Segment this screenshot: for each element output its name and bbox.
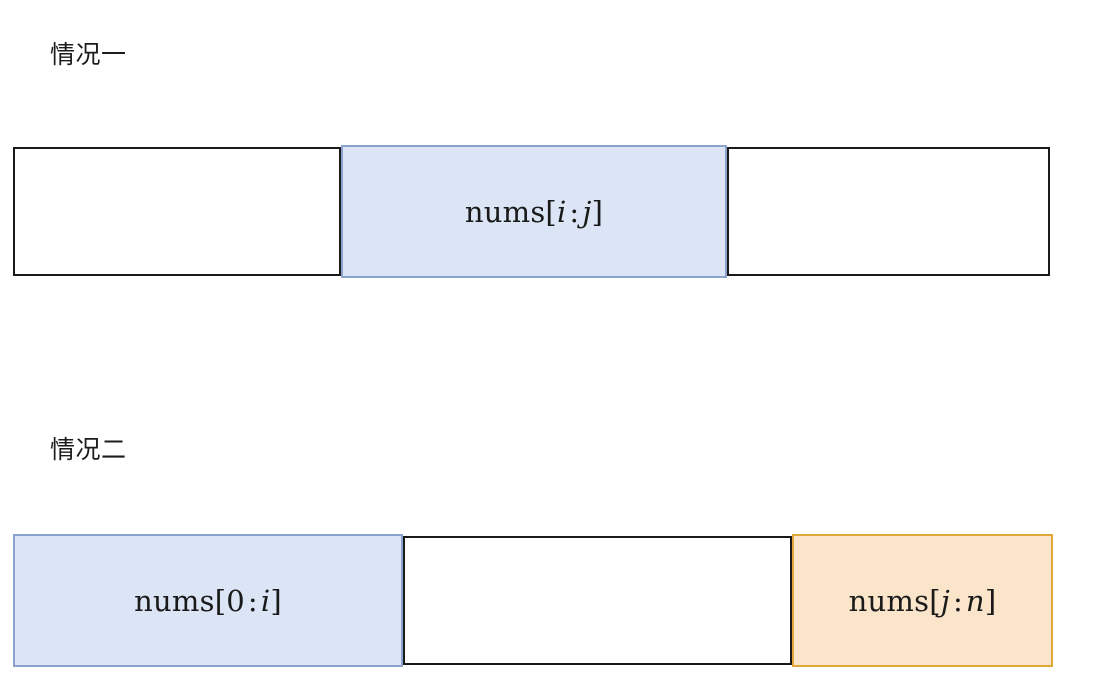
math-bracket-open: [: [545, 194, 557, 229]
math-bracket-close: ]: [984, 583, 997, 618]
math-var-i: i: [556, 194, 567, 229]
math-bracket-open: [: [929, 583, 941, 618]
array-segment-left-unselected: [13, 147, 341, 276]
math-colon: :: [952, 583, 963, 618]
case-one-label: 情况一: [50, 41, 127, 69]
math-var-i: i: [260, 583, 271, 618]
math-name-nums: nums: [134, 583, 215, 618]
math-var-n: n: [965, 583, 985, 618]
array-segment-nums-0-i-label: nums[0:i]: [134, 584, 282, 618]
array-bar-case-two: nums[0:i] nums[j:n]: [13, 534, 1053, 667]
math-name-nums: nums: [464, 194, 546, 229]
math-name-nums: nums: [848, 583, 930, 618]
math-bracket-close: ]: [270, 583, 282, 618]
math-var-j: j: [582, 194, 592, 229]
math-bracket-open: [: [214, 583, 227, 618]
math-bracket-close: ]: [591, 194, 604, 229]
array-segment-nums-j-n-label: nums[j:n]: [849, 584, 997, 618]
math-var-j: j: [940, 583, 950, 618]
array-segment-nums-0-i: nums[0:i]: [13, 534, 403, 667]
array-segment-nums-i-j: nums[i:j]: [341, 145, 727, 278]
array-segment-nums-j-n: nums[j:n]: [792, 534, 1053, 667]
math-colon: :: [247, 583, 258, 618]
case-two-label: 情况二: [50, 436, 127, 464]
math-num-zero: 0: [226, 583, 245, 618]
array-segment-nums-i-j-label: nums[i:j]: [465, 195, 603, 229]
array-segment-middle-unselected: [403, 536, 792, 665]
array-bar-case-one: nums[i:j]: [13, 145, 1050, 278]
array-segment-right-unselected: [727, 147, 1050, 276]
math-colon: :: [569, 194, 580, 229]
